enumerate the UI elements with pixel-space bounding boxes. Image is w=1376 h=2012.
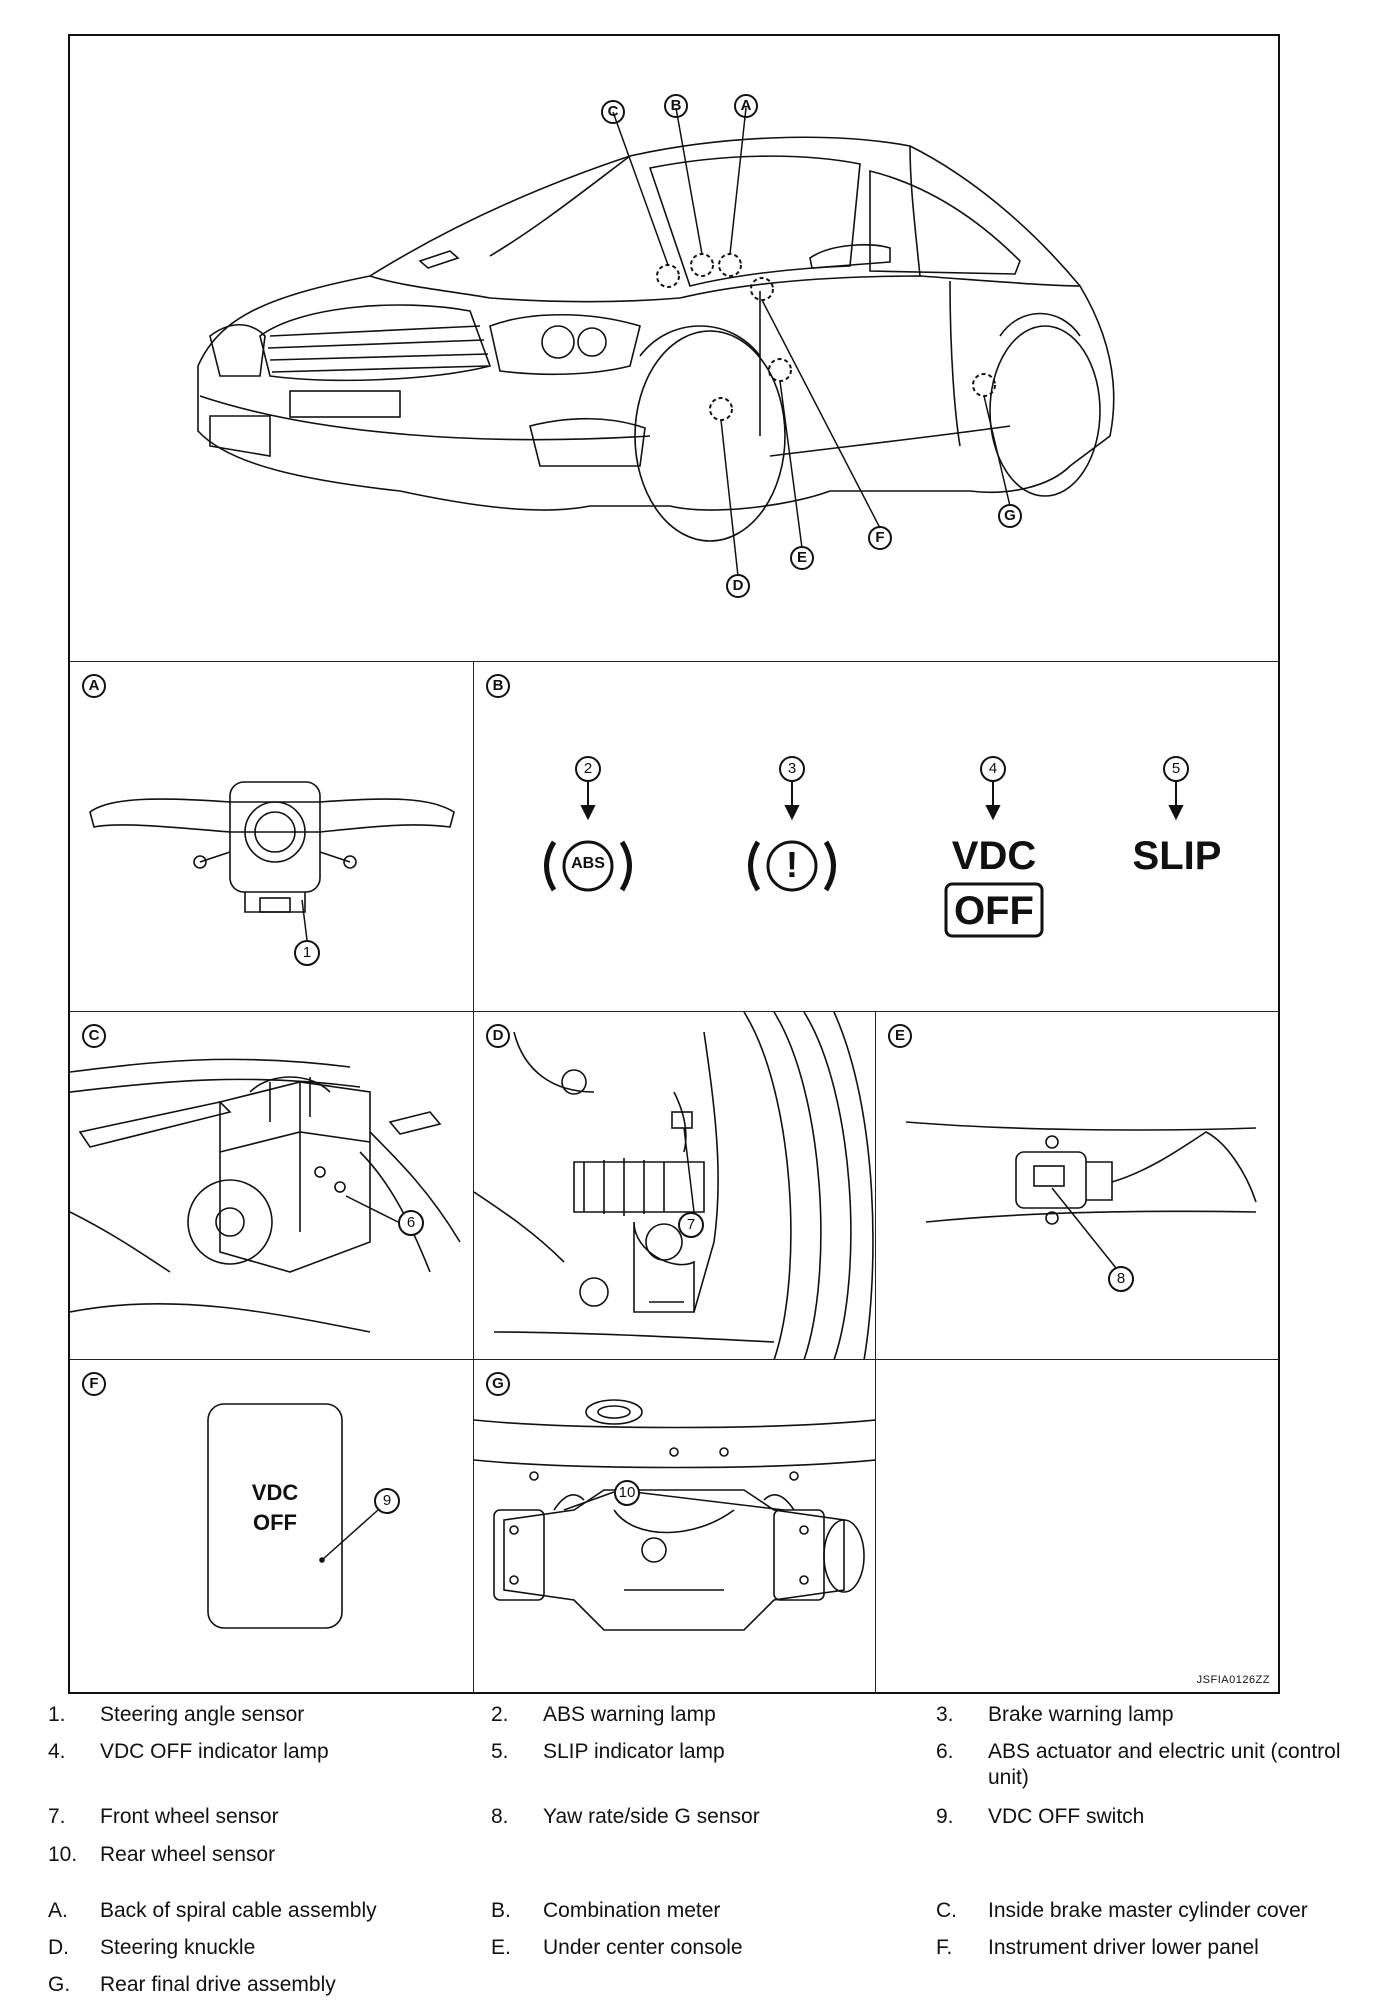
rear-final-drive-drawing xyxy=(474,1399,875,1631)
panel-f: F VDC OFF 9 xyxy=(70,1360,474,1692)
slip-indicator-lamp: SLIP xyxy=(1132,834,1222,878)
panel-b-label: B xyxy=(486,674,510,698)
panel-c-label: C xyxy=(82,1024,106,1048)
item-8-callout: 8 xyxy=(1108,1266,1134,1292)
abs-actuator-drawing xyxy=(70,1058,461,1333)
item-5-callout: 5 xyxy=(1163,756,1189,782)
yaw-rate-sensor-drawing xyxy=(905,1121,1257,1269)
vdc-off-switch-label-line2: OFF xyxy=(253,1510,297,1535)
callout-f: F xyxy=(868,526,892,550)
item-3-callout: 3 xyxy=(779,756,805,782)
figure-code: JSFIA0126ZZ xyxy=(1196,1674,1270,1686)
brake-warning-lamp: ! xyxy=(786,844,798,885)
callout-a: A xyxy=(734,94,758,118)
abs-warning-lamp: ABS xyxy=(571,855,605,872)
vdc-off-switch-drawing xyxy=(207,1403,379,1629)
car-drawing xyxy=(197,107,1115,577)
warning-lamps-drawing xyxy=(544,782,1184,938)
steering-knuckle-drawing xyxy=(474,1012,874,1359)
spiral-cable-drawing xyxy=(89,781,455,941)
panel-e: E 8 xyxy=(876,1012,1278,1360)
overview-panel: C B A F E D G xyxy=(70,36,1278,662)
item-10-callout: 10 xyxy=(614,1480,640,1506)
panel-g-label: G xyxy=(486,1372,510,1396)
panel-d-label: D xyxy=(486,1024,510,1048)
panel-a: A 1 xyxy=(70,662,474,1012)
panel-f-label: F xyxy=(82,1372,106,1396)
panel-d: D 7 xyxy=(474,1012,876,1360)
panel-a-label: A xyxy=(82,674,106,698)
panel-g: G 10 xyxy=(474,1360,876,1692)
vdc-off-indicator-label: VDC xyxy=(951,834,1037,878)
panel-e-label: E xyxy=(888,1024,912,1048)
item-1-callout: 1 xyxy=(294,940,320,966)
component-location-diagram: C B A F E D G A 1 B xyxy=(68,34,1280,1694)
vdc-off-switch-label-line1: VDC xyxy=(251,1480,299,1505)
callout-d: D xyxy=(726,574,750,598)
callout-g: G xyxy=(998,504,1022,528)
item-6-callout: 6 xyxy=(398,1210,424,1236)
item-7-callout: 7 xyxy=(678,1212,704,1238)
item-4-callout: 4 xyxy=(980,756,1006,782)
item-2-callout: 2 xyxy=(575,756,601,782)
callout-e: E xyxy=(790,546,814,570)
vdc-off-indicator-off: OFF xyxy=(954,889,1034,933)
panel-c: C 6 xyxy=(70,1012,474,1360)
callout-c: C xyxy=(601,100,625,124)
panel-empty: JSFIA0126ZZ xyxy=(876,1360,1278,1692)
item-9-callout: 9 xyxy=(374,1488,400,1514)
panel-b: B 2 3 4 5 ABS ! VDC OFF SLIP xyxy=(474,662,1278,1012)
callout-b: B xyxy=(664,94,688,118)
